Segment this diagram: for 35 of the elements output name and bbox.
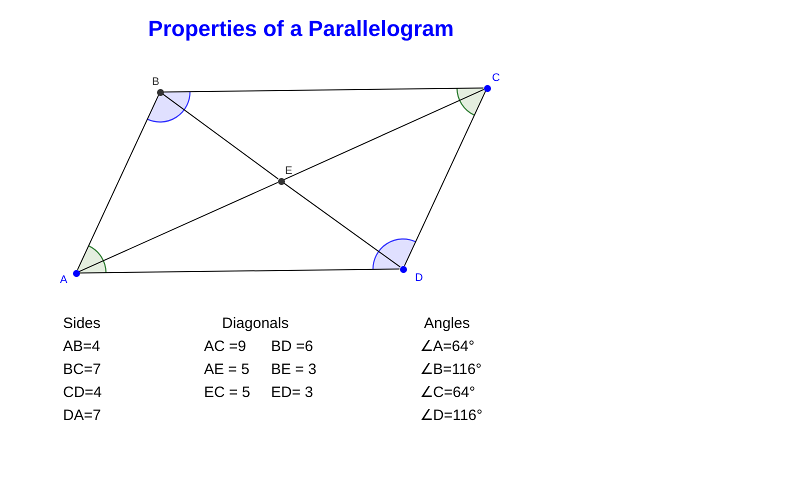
- point-label: B: [152, 77, 160, 88]
- measurement-text: BD =6: [271, 339, 314, 354]
- title: Properties of a Parallelogram: [147, 16, 455, 42]
- measurement-text: ED= 3: [271, 385, 314, 400]
- measurement-text: EC = 5: [204, 385, 250, 400]
- measurement-text: BE = 3: [271, 362, 316, 377]
- measurement-text: AE = 5: [204, 362, 250, 377]
- measurement-text: ∠B=116°: [420, 362, 482, 377]
- line-segment: [78, 182, 278, 272]
- measurement-text: BC=7: [63, 362, 101, 377]
- line-segment: [284, 88, 484, 180]
- point-label: A: [60, 275, 68, 286]
- measurement-text: DA=7: [63, 408, 101, 423]
- measurement-text: AB=4: [63, 339, 100, 354]
- measurement-text: Diagonals: [222, 316, 289, 331]
- line-segment: [163, 88, 484, 92]
- point-dot: [156, 88, 164, 96]
- point-label: E: [285, 166, 292, 177]
- measurement-text: ∠A=64°: [420, 339, 474, 354]
- measurement-text: Sides: [63, 316, 101, 331]
- measurement-text: AC =9: [204, 339, 246, 354]
- point-dot: [484, 84, 490, 92]
- line-segment: [283, 182, 401, 268]
- measurement-text: Angles: [424, 316, 470, 331]
- measurement-text: ∠D=116°: [420, 408, 483, 423]
- point-dot: [278, 178, 284, 184]
- point-label: D: [415, 273, 423, 284]
- line-segment: [162, 94, 279, 180]
- point-label: C: [492, 73, 500, 84]
- line-segment: [76, 94, 160, 270]
- point-dot: [72, 270, 80, 276]
- line-segment: [404, 90, 486, 266]
- measurement-text: ∠C=64°: [420, 385, 476, 400]
- line-segment: [79, 268, 400, 274]
- measurement-text: CD=4: [63, 385, 102, 400]
